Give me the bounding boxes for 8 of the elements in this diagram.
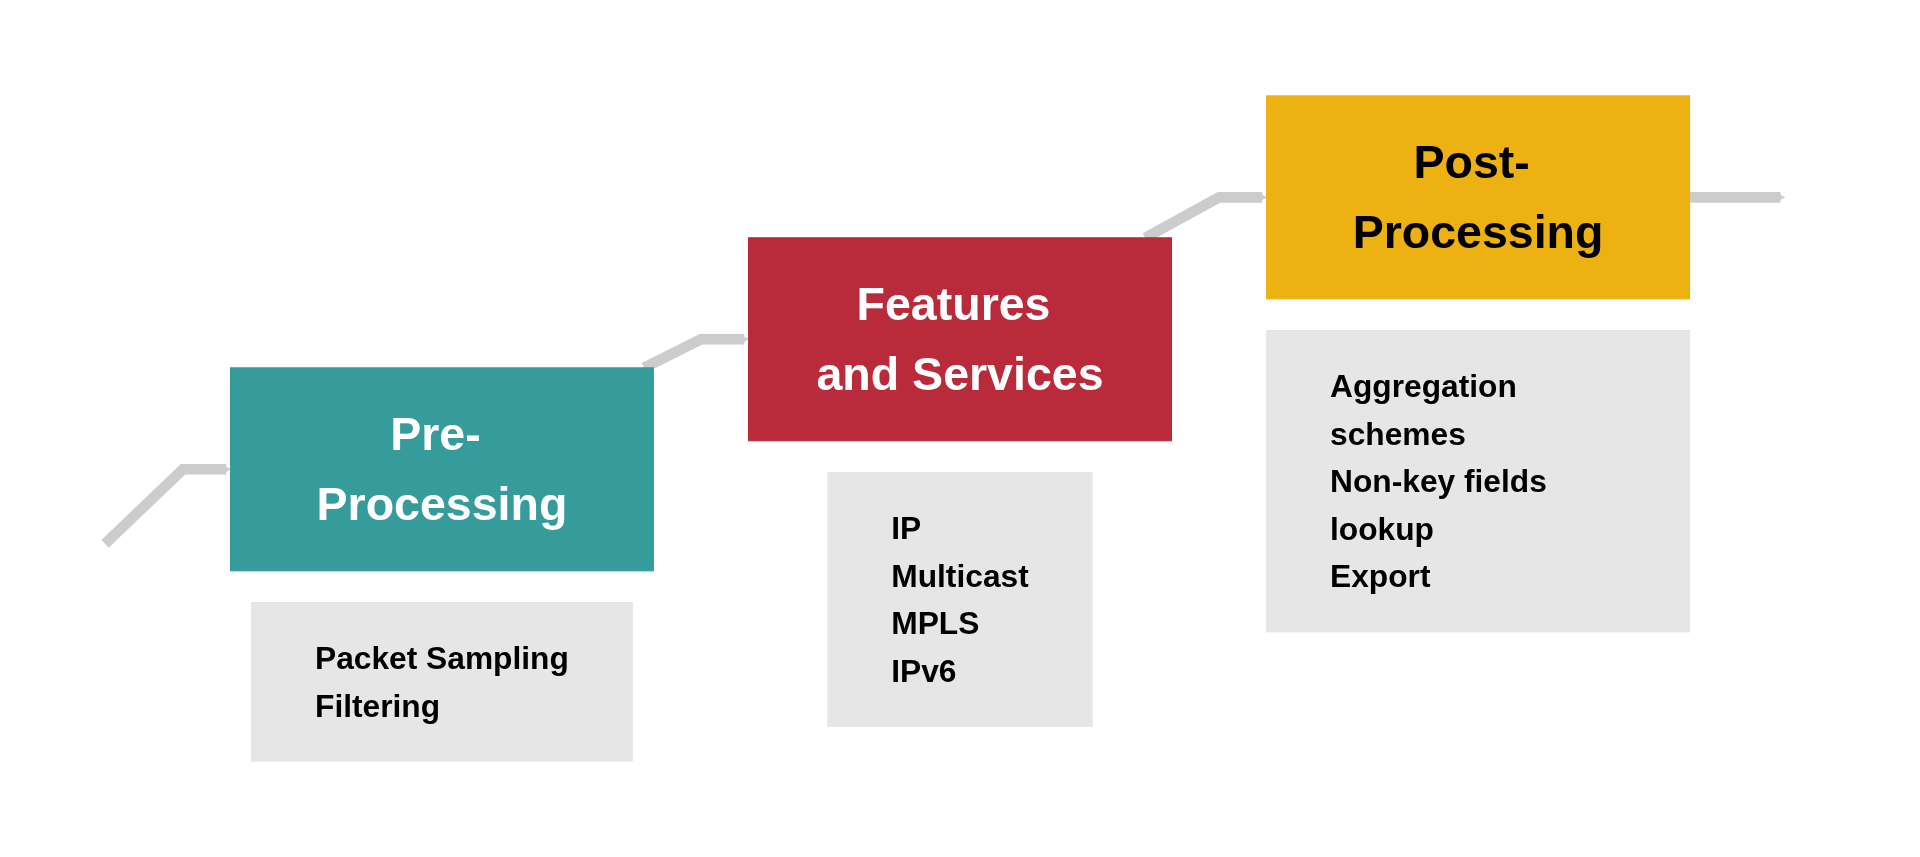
- node-box: IP Multicast MPLS IPv6: [827, 472, 1093, 727]
- node-box: Post- Processing: [1266, 95, 1691, 300]
- node-box: Features and Services: [748, 237, 1172, 442]
- node-box: Packet Sampling Filtering: [251, 602, 633, 762]
- arrow: [1689, 192, 1786, 203]
- node-box: Pre- Processing: [229, 367, 654, 572]
- arrow: [101, 464, 231, 548]
- node-box: Aggregation schemes Non-key fields lookup Export: [1266, 330, 1691, 633]
